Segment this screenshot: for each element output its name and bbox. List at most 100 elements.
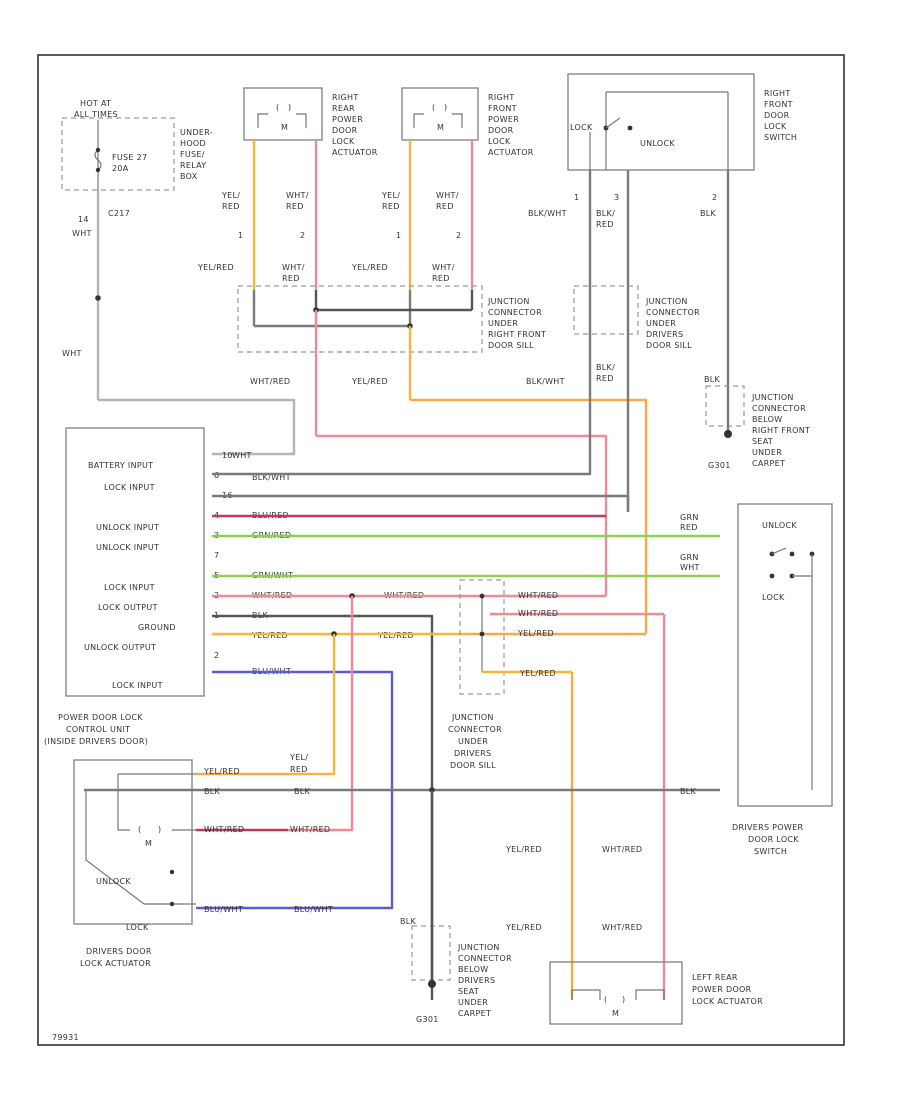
drv-act-lock: LOCK	[126, 923, 149, 932]
rr-label-6: ACTUATOR	[332, 148, 378, 157]
drv-switch-grn-red-1: GRN	[680, 513, 699, 522]
cu-pin-6: 6	[214, 471, 219, 480]
rr-label-4: DOOR	[332, 126, 358, 135]
jc-rf-label-3: UNDER	[488, 319, 518, 328]
fuse-box-label-3: FUSE/	[180, 150, 205, 159]
drv-act-wire-blu-wht: BLU/WHT	[204, 905, 243, 914]
jc-drv-seat-6: UNDER	[458, 998, 488, 1007]
ground-g301-bottom: G301	[416, 1015, 439, 1024]
rf-switch-label-2: FRONT	[764, 100, 793, 109]
jc-rf-seat-3: BELOW	[752, 415, 782, 424]
drv-act-wire-wht-red-2: WHT/RED	[290, 825, 330, 834]
rr-pin-1: 1	[238, 231, 243, 240]
drv-switch-grn-red-2: RED	[680, 523, 698, 532]
jc-drv-top-label-5: DOOR SILL	[646, 341, 692, 350]
diagram-frame	[37, 54, 845, 1046]
fuse-box-label-1: UNDER-	[180, 128, 213, 137]
rf-switch-unlock: UNLOCK	[640, 139, 675, 148]
rr-label-1: RIGHT	[332, 93, 359, 102]
rf-bracket-right: )	[444, 103, 447, 112]
drv-act-yel-red-1: YEL/	[289, 753, 308, 762]
rf-pin-1: 1	[396, 231, 401, 240]
rr-label-5: LOCK	[332, 137, 355, 146]
rf-wht-red-bottom-1: WHT/	[432, 263, 455, 272]
jc-drv-top-label-2: CONNECTOR	[646, 308, 700, 317]
wht-label-mid: WHT	[62, 349, 82, 358]
rf-label-5: LOCK	[488, 137, 511, 146]
drv-act-bracket-right: )	[158, 825, 161, 834]
lr-label-3: LOCK ACTUATOR	[692, 997, 763, 1006]
ground-g301-top: G301	[708, 461, 731, 470]
right-front-door-lock-switch: LOCK UNLOCK RIGHT FRONT DOOR LOCK SWITCH…	[528, 73, 797, 380]
rr-motor-mark: M	[281, 123, 288, 132]
rr-wht-red-bottom-1: WHT/	[282, 263, 305, 272]
cu-pin-7: 7	[214, 551, 219, 560]
drv-act-wire-blk: BLK	[204, 787, 221, 796]
lr-wht-red-top: WHT/RED	[602, 845, 642, 854]
rf-wht-red-1: WHT/	[436, 191, 459, 200]
cu-wire-blk-wht: BLK/WHT	[252, 473, 291, 482]
cu-input-unlock-2: UNLOCK INPUT	[96, 543, 159, 552]
jc-drv-seat-7: CARPET	[458, 1009, 491, 1018]
rf-yel-red-bottom: YEL/RED	[351, 263, 388, 272]
cu-pin-10: 10	[222, 451, 233, 460]
jc-drv-top-label-4: DRIVERS	[646, 330, 683, 339]
lr-bracket-right: )	[622, 995, 625, 1004]
cu-input-unlock-1: UNLOCK INPUT	[96, 523, 159, 532]
lr-label-1: LEFT REAR	[692, 973, 738, 982]
rf-wht-red-bottom-2: RED	[432, 274, 450, 283]
rf-switch-pin-2: 2	[712, 193, 717, 202]
jc-mid-label-1: JUNCTION	[451, 713, 494, 722]
drv-act-wire-yel-red: YEL/RED	[203, 767, 240, 776]
jc-rf-seat-4: RIGHT FRONT	[752, 426, 810, 435]
jc-drv-seat-1: JUNCTION	[457, 943, 500, 952]
jc-drv-seat-5: SEAT	[458, 987, 479, 996]
rf-switch-label-4: LOCK	[764, 122, 787, 131]
hot-label-2: ALL TIMES	[74, 110, 118, 119]
junction-drivers-sill-mid: WHT/RED WHT/RED YEL/RED YEL/RED JUNCTION…	[448, 579, 666, 1000]
rf-sill-wht-red: WHT/RED	[250, 377, 290, 386]
rf-yel-red-2: RED	[382, 202, 400, 211]
drv-act-label-1: DRIVERS DOOR	[86, 947, 152, 956]
cu-wire-yel-red: YEL/RED	[251, 631, 288, 640]
hot-label-1: HOT AT	[80, 99, 111, 108]
rr-bracket-left: (	[276, 103, 279, 112]
right-rear-actuator: ( ) M RIGHT REAR POWER DOOR LOCK ACTUATO…	[197, 87, 378, 290]
drv-act-wire-wht-red: WHT/RED	[204, 825, 244, 834]
rr-label-2: REAR	[332, 104, 355, 113]
cu-wire-wht: WHT	[232, 451, 252, 460]
fuse-box: HOT AT ALL TIMES FUSE 27 20A UNDER- HOOD…	[61, 99, 296, 456]
cu-input-battery: BATTERY INPUT	[88, 461, 153, 470]
lr-label-2: POWER DOOR	[692, 985, 752, 994]
jc-drv-top-label-1: JUNCTION	[645, 297, 688, 306]
jc-drv-seat-4: DRIVERS	[458, 976, 495, 985]
fuse-label-1: FUSE 27	[112, 153, 147, 162]
rf-bracket-left: (	[432, 103, 435, 112]
drv-act-motor-mark: M	[145, 839, 152, 848]
jc-drv-seat-3: BELOW	[458, 965, 488, 974]
jc-drv-top-blk-red-2: RED	[596, 374, 614, 383]
drivers-door-lock-actuator: ( ) M UNLOCK LOCK DRIVERS DOOR LOCK ACTU…	[73, 753, 432, 968]
drv-seat-blk: BLK	[400, 917, 417, 926]
jc-rf-label-2: CONNECTOR	[488, 308, 542, 317]
fuse-box-label-4: RELAY	[180, 161, 207, 170]
rr-yel-red-2: RED	[222, 202, 240, 211]
rf-label-4: DOOR	[488, 126, 514, 135]
rf-seat-blk: BLK	[704, 375, 721, 384]
lr-yel-red-top: YEL/RED	[505, 845, 542, 854]
jc-rf-seat-5: SEAT	[752, 437, 773, 446]
junction-right-front-sill: JUNCTION CONNECTOR UNDER RIGHT FRONT DOO…	[237, 285, 648, 634]
rf-switch-label-3: DOOR	[764, 111, 790, 120]
cu-wire-yel-red-2: YEL/RED	[377, 631, 414, 640]
footer-code: 79931	[52, 1033, 79, 1042]
rr-wht-red-2: RED	[286, 202, 304, 211]
jc-mid-wht-red-1: WHT/RED	[518, 591, 558, 600]
cu-input-lock-1: LOCK INPUT	[104, 483, 155, 492]
rf-switch-blk-red-2: RED	[596, 220, 614, 229]
control-unit-wires	[212, 470, 720, 1000]
drv-act-wire-blk-2: BLK	[294, 787, 311, 796]
junction-drivers-sill-top: JUNCTION CONNECTOR UNDER DRIVERS DOOR SI…	[526, 285, 700, 512]
jc-mid-label-3: UNDER	[458, 737, 488, 746]
fuse-label-2: 20A	[112, 164, 129, 173]
drv-switch-label-2: DOOR LOCK	[748, 835, 799, 844]
